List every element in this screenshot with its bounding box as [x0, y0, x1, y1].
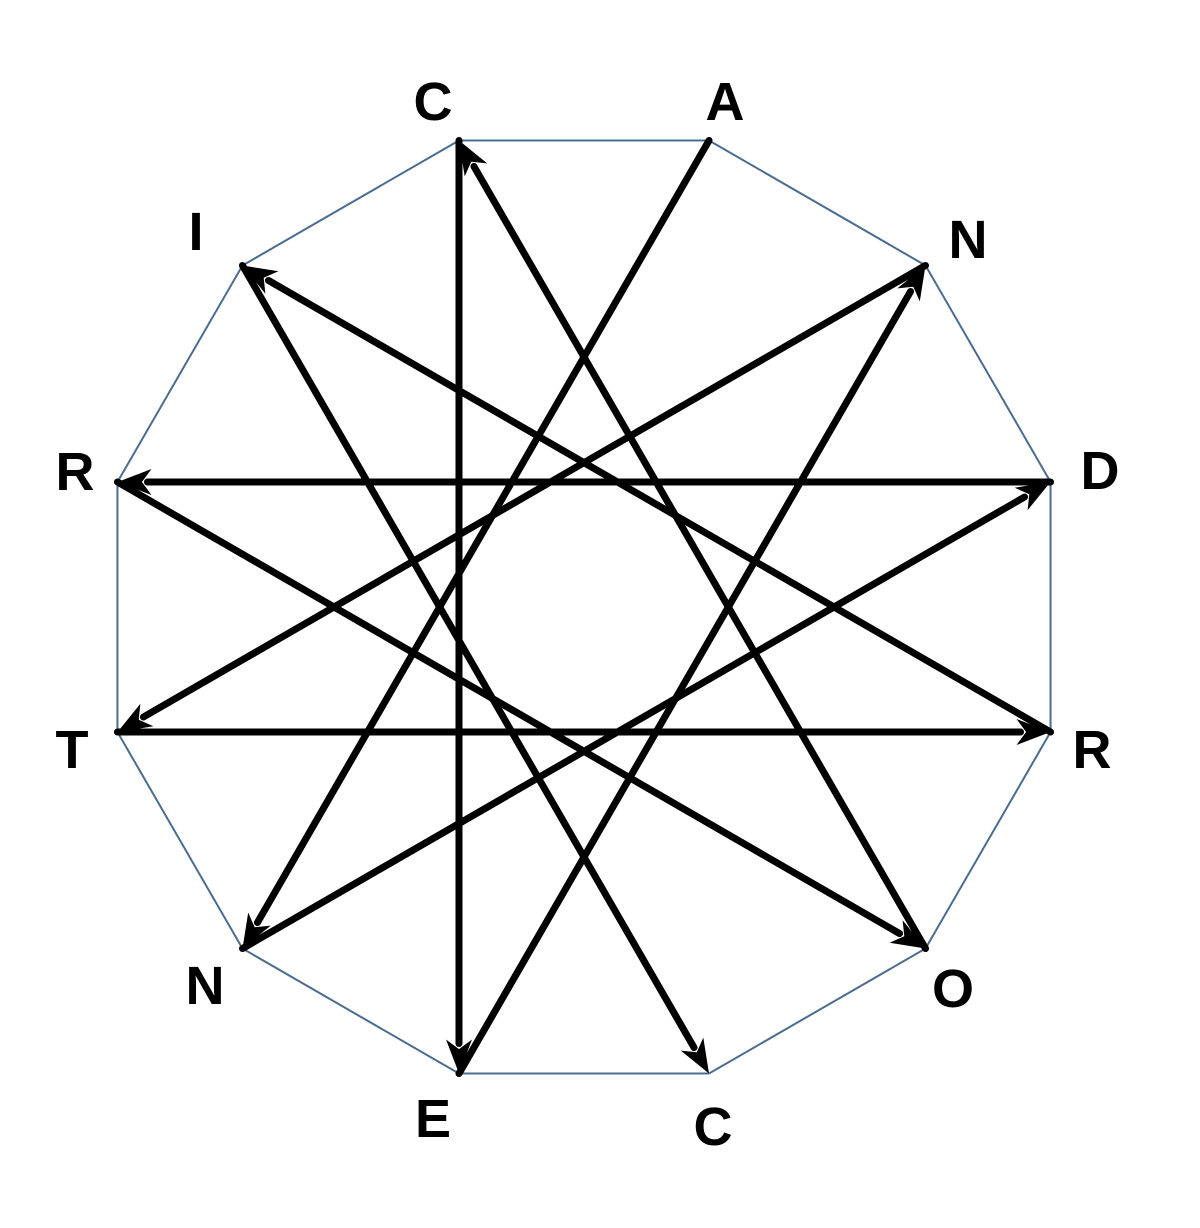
arrow-head	[117, 703, 154, 732]
arrow-head	[117, 469, 152, 495]
outline-edge	[924, 731, 1052, 950]
arrow-head	[889, 920, 926, 949]
arrow-lower-left-to-right-upper	[238, 482, 1051, 953]
arrow-shaft	[139, 261, 930, 721]
dodecagon-outline	[116, 139, 1052, 1075]
arrow-left-upper-to-lower-right	[113, 478, 926, 949]
arrow-shaft	[470, 162, 930, 953]
vertex-label-right-upper: D	[1081, 441, 1120, 501]
vertex-label-bottom-right: C	[694, 1097, 733, 1157]
outline-edge	[116, 731, 244, 950]
outline-edge	[116, 264, 244, 483]
arrow-bottom-left-to-upper-right	[455, 265, 926, 1078]
arrow-head	[459, 140, 488, 177]
outline-edge	[924, 264, 1052, 483]
arrow-head	[680, 1037, 709, 1074]
arrow-shaft	[113, 478, 904, 938]
arrow-head	[242, 912, 271, 949]
arrow-upper-right-to-left-lower	[117, 261, 930, 732]
arrow-head	[1014, 482, 1051, 511]
arrow-path	[113, 136, 1055, 1078]
arrow-shaft	[238, 493, 1029, 953]
arrow-head	[1016, 719, 1051, 745]
vertex-label-upper-left: I	[188, 202, 203, 262]
vertex-labels: C A N D R O C E N T R I	[56, 72, 1120, 1157]
vertex-label-upper-right: N	[949, 210, 988, 270]
arrow-head	[242, 265, 279, 294]
arrow-head	[897, 265, 926, 302]
vertex-label-top-right: A	[706, 72, 745, 132]
vertex-label-lower-left: N	[186, 956, 225, 1016]
arrow-upper-left-to-bottom-right	[238, 261, 709, 1074]
arrow-head	[446, 1039, 472, 1074]
vertex-label-right-lower: R	[1073, 720, 1112, 780]
arrow-shaft	[455, 287, 915, 1078]
arrow-lower-right-to-top-left	[459, 140, 930, 953]
vertex-label-left-upper: R	[56, 442, 95, 502]
arrow-top-right-to-lower-left	[242, 136, 713, 949]
arrow-right-lower-to-upper-left	[242, 265, 1055, 736]
vertex-label-top-left: C	[414, 72, 453, 132]
arrow-shaft	[253, 136, 713, 927]
outline-edge	[241, 139, 460, 267]
vertex-label-lower-right: O	[932, 959, 974, 1019]
vertex-label-left-lower: T	[56, 720, 89, 780]
arrow-left-lower-to-right-lower	[113, 719, 1051, 745]
outline-edge	[708, 947, 927, 1075]
outline-edge	[708, 139, 927, 267]
arrow-shaft	[264, 276, 1055, 736]
vertex-label-bottom-left: E	[415, 1089, 451, 1149]
outline-edge	[241, 947, 460, 1075]
arrow-top-left-to-bottom-left	[446, 136, 472, 1074]
arrow-right-upper-to-left-upper	[117, 469, 1055, 495]
arrow-shaft	[238, 261, 698, 1052]
